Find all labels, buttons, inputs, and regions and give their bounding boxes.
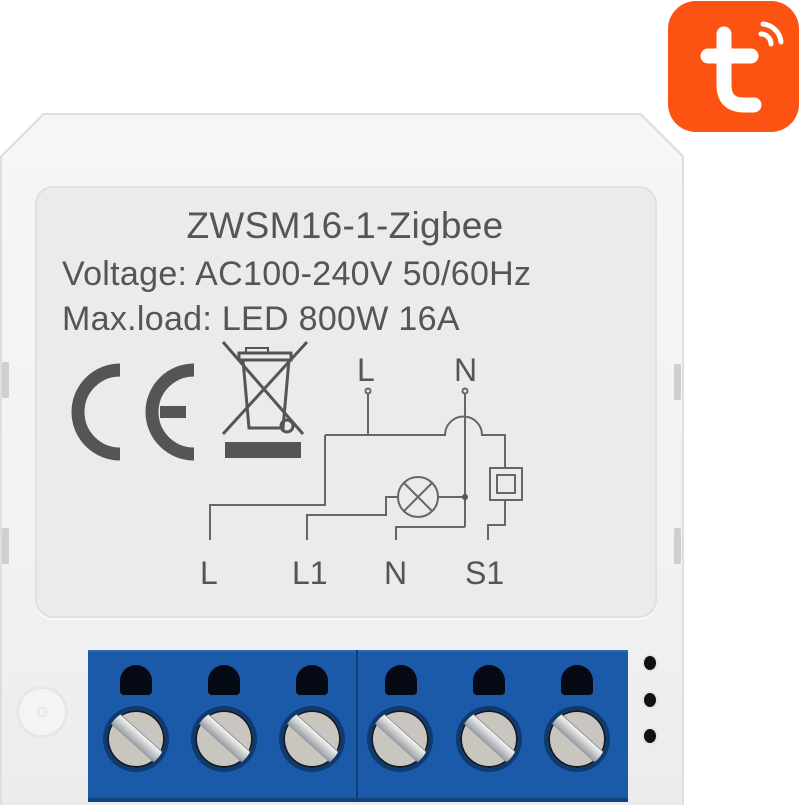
screw-slot-icon xyxy=(283,710,341,767)
side-vent-hole xyxy=(644,693,656,707)
side-notch-left-bottom xyxy=(2,528,9,564)
ce-mark-icon xyxy=(71,363,195,461)
terminal-screw-s1[interactable] xyxy=(371,710,429,768)
side-vent-hole xyxy=(644,656,656,670)
screw-terminal-block xyxy=(88,650,628,802)
terminal-screw-l1[interactable] xyxy=(195,710,253,768)
screw-slot-icon xyxy=(107,710,165,767)
terminal-screw-n[interactable] xyxy=(283,710,341,768)
side-vent-hole xyxy=(644,729,656,743)
wire-entry-hole[interactable] xyxy=(385,665,417,695)
screw-slot-icon xyxy=(460,710,518,767)
side-notch-right-bottom xyxy=(674,528,681,564)
side-notch-right-top xyxy=(674,364,681,400)
terminal-group-divider xyxy=(356,650,358,802)
wiring-diagram xyxy=(209,387,523,540)
terminal-label-l: L xyxy=(200,555,218,591)
tuya-smart-icon xyxy=(668,1,799,132)
screw-slot-icon xyxy=(195,710,253,767)
wire-entry-hole[interactable] xyxy=(473,665,505,695)
terminal-screw-6[interactable] xyxy=(548,710,606,768)
terminal-label-n: N xyxy=(384,555,408,591)
supply-label-l: L xyxy=(357,352,375,388)
wire-entry-hole[interactable] xyxy=(208,665,240,695)
wire-entry-hole[interactable] xyxy=(296,665,328,695)
screw-slot-icon xyxy=(548,710,606,767)
max-load-spec: Max.load: LED 800W 16A xyxy=(62,300,460,338)
side-notch-left-top xyxy=(2,362,9,398)
screw-slot-icon xyxy=(371,710,429,767)
voltage-spec: Voltage: AC100-240V 50/60Hz xyxy=(62,255,532,293)
model-title: ZWSM16-1-Zigbee xyxy=(186,205,504,246)
mounting-boss-center xyxy=(37,707,47,717)
weee-crossed-bin-icon xyxy=(221,340,309,458)
terminal-label-s1: S1 xyxy=(465,555,505,591)
terminal-label-l1: L1 xyxy=(292,555,328,591)
terminal-screw-l[interactable] xyxy=(107,710,165,768)
wire-entry-hole[interactable] xyxy=(561,665,593,695)
tuya-t-wifi-glyph xyxy=(700,21,784,113)
label-panel xyxy=(35,186,657,618)
wire-entry-hole[interactable] xyxy=(120,665,152,695)
terminal-screw-5[interactable] xyxy=(460,710,518,768)
supply-label-n: N xyxy=(454,352,478,388)
